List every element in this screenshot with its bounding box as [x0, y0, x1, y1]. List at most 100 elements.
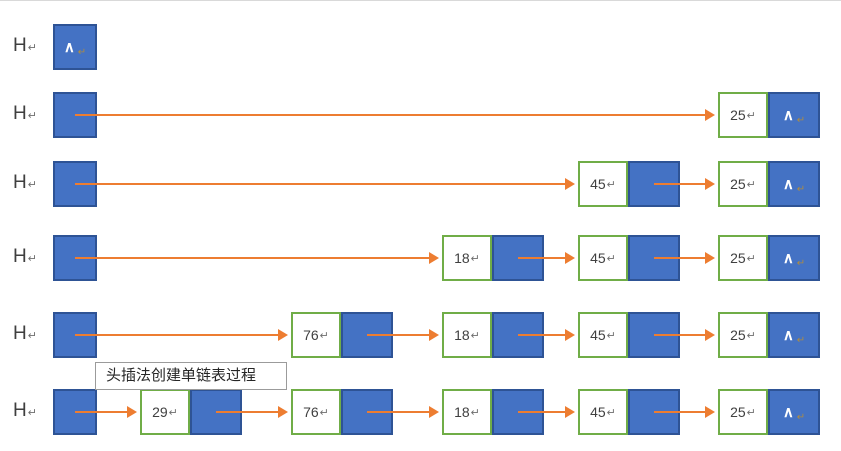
node-value-cell: 76↵	[291, 312, 341, 358]
arrow-head-icon	[705, 406, 715, 418]
null-pointer-symbol: ∧	[782, 404, 795, 421]
caption-box: 头插法创建单链表过程	[95, 362, 287, 390]
list-node: 25↵∧↵	[718, 389, 820, 435]
list-node: 25 ↵∧↵	[718, 92, 820, 138]
head-label-text: H	[13, 323, 27, 344]
node-value: 76	[303, 327, 319, 343]
return-mark-icon: ↵	[319, 329, 329, 342]
pointer-arrow	[654, 406, 715, 418]
node-value: 45	[590, 327, 606, 343]
null-pointer-symbol: ∧	[782, 107, 795, 124]
node-value-cell: 45↵	[578, 235, 628, 281]
pointer-arrow	[518, 406, 575, 418]
pointer-arrow	[367, 329, 439, 341]
arrow-line	[654, 257, 706, 259]
node-value-cell: 18↵	[442, 312, 492, 358]
arrow-line	[518, 411, 566, 413]
node-value-cell: 76↵	[291, 389, 341, 435]
return-mark-icon: ↵	[796, 334, 806, 346]
pointer-arrow	[75, 109, 715, 121]
head-node: ∧↵	[53, 24, 97, 70]
node-pointer-cell: ∧↵	[768, 389, 820, 435]
arrow-line	[75, 183, 566, 185]
node-value: 18	[454, 327, 470, 343]
arrow-line	[216, 411, 279, 413]
node-pointer-cell: ∧↵	[768, 235, 820, 281]
head-label: H↵	[13, 399, 37, 425]
arrow-line	[75, 114, 706, 116]
node-value-cell: 18↵	[442, 235, 492, 281]
return-mark-icon: ↵	[796, 114, 806, 126]
node-value: 18	[454, 250, 470, 266]
node-pointer-cell: ∧↵	[768, 92, 820, 138]
return-mark-icon: ↵	[746, 406, 756, 419]
pointer-arrow	[75, 406, 137, 418]
return-mark-icon: ↵	[27, 110, 37, 122]
pointer-arrow	[654, 329, 715, 341]
return-mark-icon: ↵	[470, 406, 480, 419]
pointer-arrow	[75, 178, 575, 190]
node-value-cell: 18↵	[442, 389, 492, 435]
arrow-line	[654, 411, 706, 413]
pointer-arrow	[216, 406, 288, 418]
arrow-line	[367, 334, 430, 336]
arrow-head-icon	[429, 252, 439, 264]
return-mark-icon: ↵	[746, 329, 756, 342]
node-value-cell: 25↵	[718, 389, 768, 435]
node-value: 45	[590, 404, 606, 420]
arrow-head-icon	[565, 178, 575, 190]
return-mark-icon: ↵	[746, 252, 756, 265]
pointer-arrow	[367, 406, 439, 418]
list-node: 25↵∧↵	[718, 312, 820, 358]
return-mark-icon: ↵	[27, 179, 37, 191]
pointer-arrow	[654, 178, 715, 190]
head-label: H↵	[13, 34, 37, 60]
head-label-text: H	[13, 246, 27, 267]
node-value: 45	[590, 250, 606, 266]
arrow-line	[518, 257, 566, 259]
return-mark-icon: ↵	[470, 329, 480, 342]
pointer-arrow	[654, 252, 715, 264]
return-mark-icon: ↵	[168, 406, 178, 419]
arrow-head-icon	[565, 329, 575, 341]
head-label: H↵	[13, 322, 37, 348]
return-mark-icon: ↵	[796, 257, 806, 269]
arrow-head-icon	[278, 329, 288, 341]
head-label-text: H	[13, 400, 27, 421]
node-value-cell: 25↵	[718, 161, 768, 207]
node-value: 18	[454, 404, 470, 420]
arrow-head-icon	[565, 252, 575, 264]
node-value-cell: 45↵	[578, 161, 628, 207]
pointer-arrow	[518, 329, 575, 341]
node-value: 25	[730, 250, 746, 266]
node-value-cell: 29↵	[140, 389, 190, 435]
node-pointer-cell: ∧↵	[768, 312, 820, 358]
node-value: 25	[730, 404, 746, 420]
return-mark-icon: ↵	[606, 406, 616, 419]
arrow-head-icon	[705, 109, 715, 121]
return-mark-icon: ↵	[606, 178, 616, 191]
pointer-arrow	[75, 329, 288, 341]
node-value: 25	[730, 176, 746, 192]
node-value-cell: 45↵	[578, 312, 628, 358]
arrow-line	[367, 411, 430, 413]
arrow-line	[654, 334, 706, 336]
arrow-line	[518, 334, 566, 336]
return-mark-icon: ↵	[606, 329, 616, 342]
node-value: 45	[590, 176, 606, 192]
arrow-head-icon	[429, 406, 439, 418]
return-mark-icon: ↵	[470, 252, 480, 265]
null-pointer-symbol: ∧	[63, 39, 76, 56]
node-value: 76	[303, 404, 319, 420]
head-label-text: H	[13, 172, 27, 193]
return-mark-icon: ↵	[27, 253, 37, 265]
node-value: 25	[730, 107, 746, 123]
node-pointer-cell: ∧↵	[768, 161, 820, 207]
head-label-text: H	[13, 103, 27, 124]
return-mark-icon: ↵	[796, 183, 806, 195]
arrow-head-icon	[705, 329, 715, 341]
return-mark-icon: ↵	[746, 178, 756, 191]
return-mark-icon: ↵	[27, 42, 37, 54]
arrow-head-icon	[705, 178, 715, 190]
